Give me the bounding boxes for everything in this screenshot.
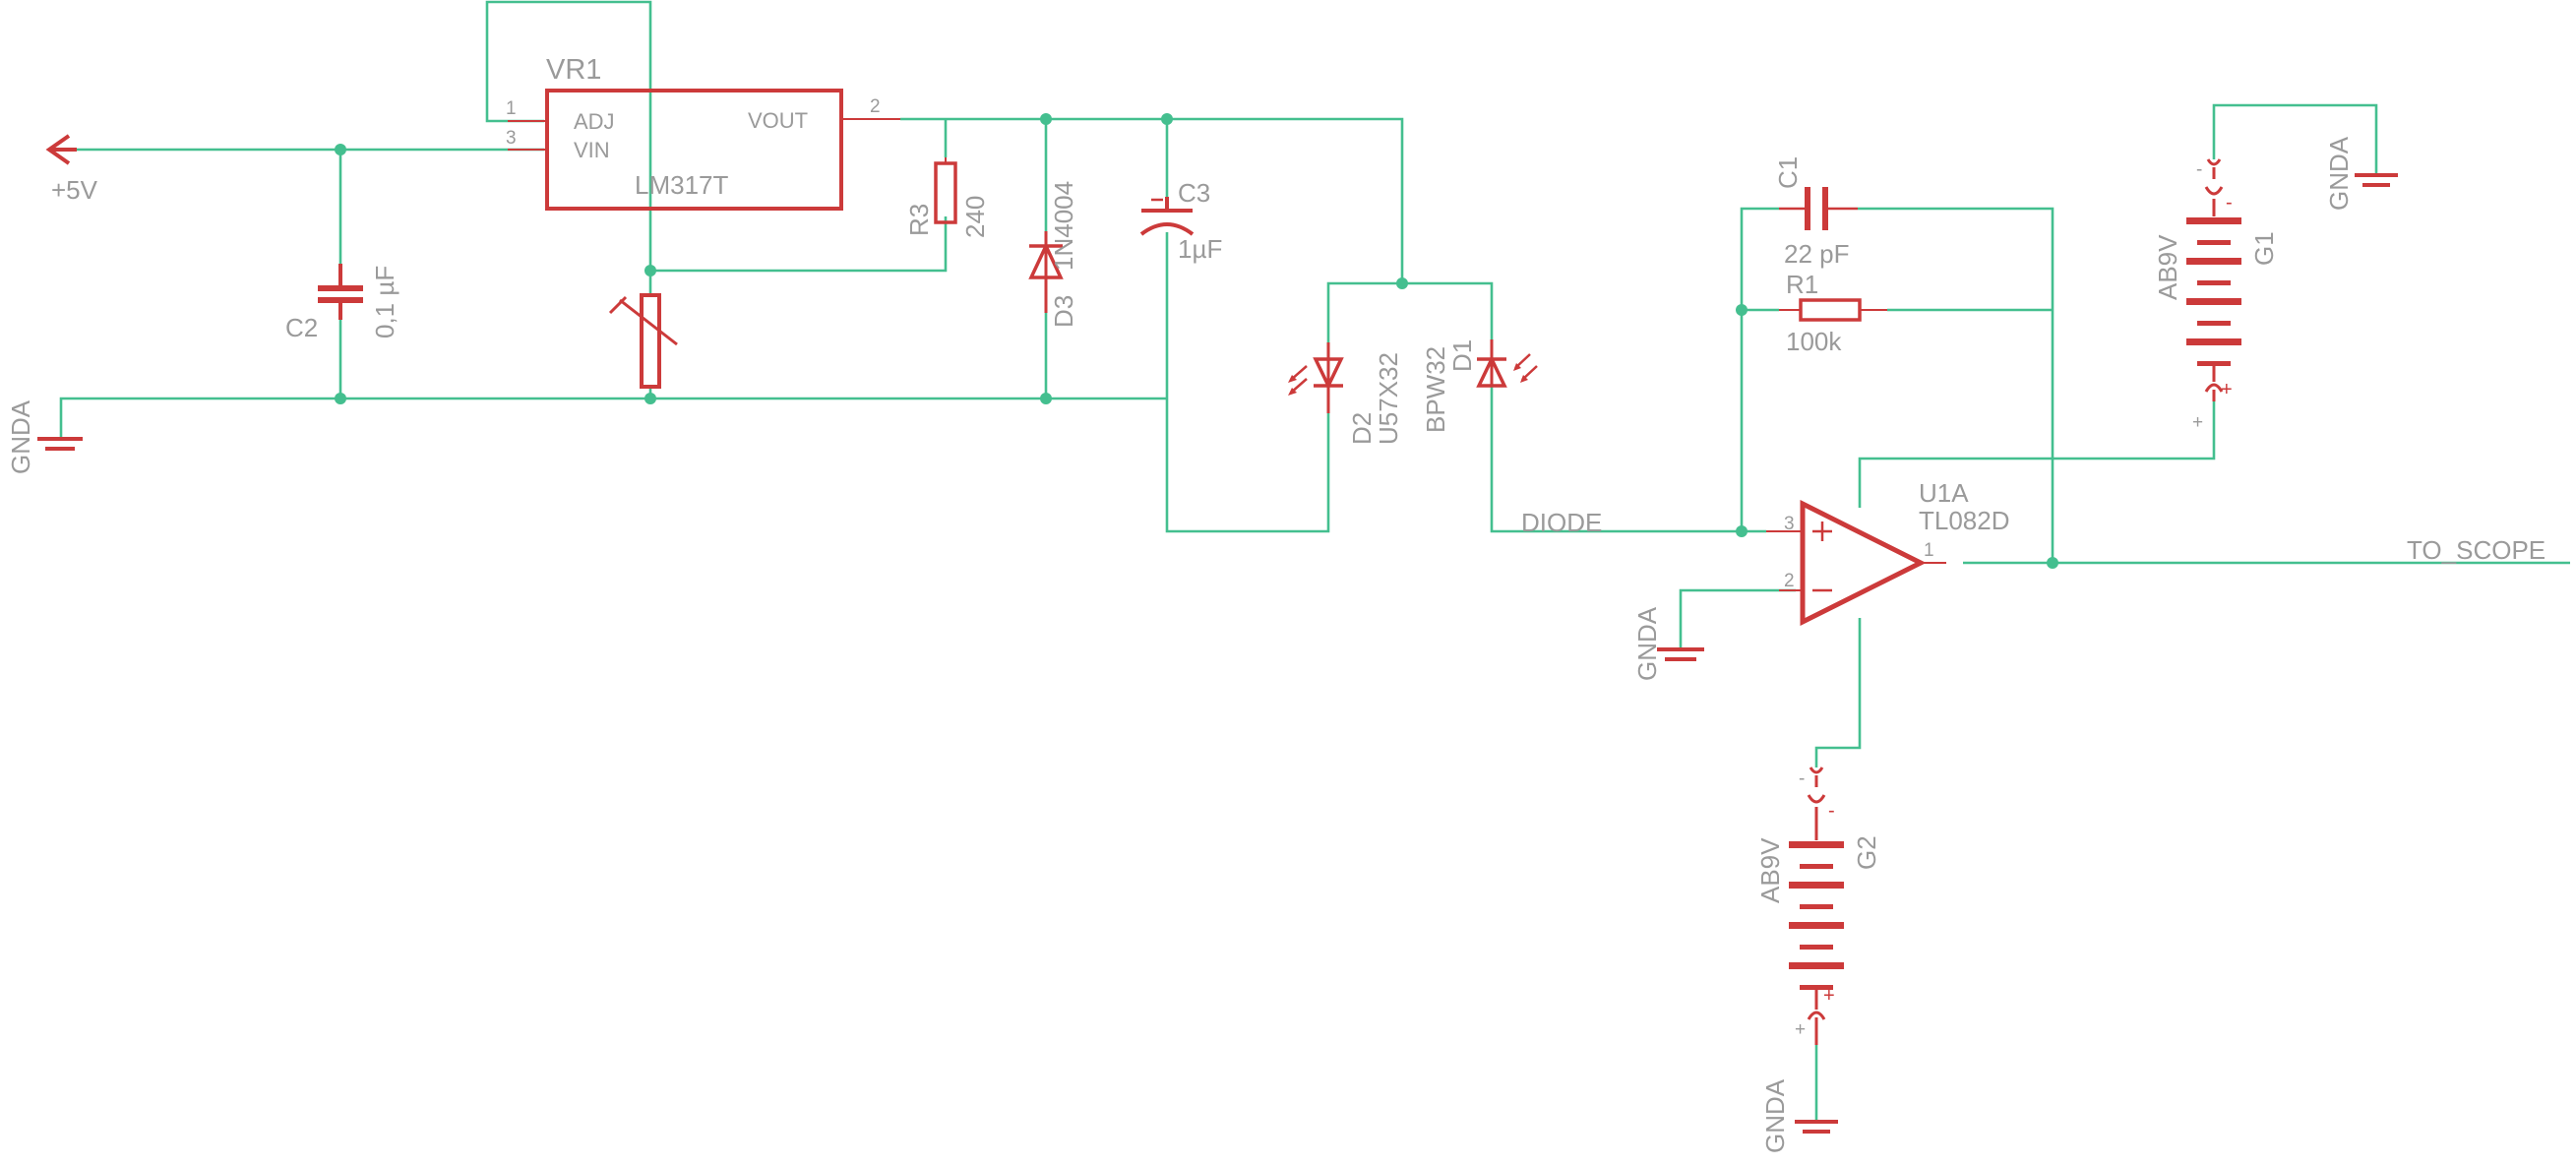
c2-value: 0,1 µF — [370, 266, 399, 338]
wire-vout-rail — [900, 117, 1404, 283]
vr1-vin: VIN — [574, 138, 610, 162]
battery-g2: - + + - AB9V G2 — [1755, 767, 1881, 1045]
g1-minus: - — [2226, 192, 2233, 214]
resistor-r1: R1 100k — [1779, 270, 1887, 356]
junction-pot-bottom — [644, 393, 656, 404]
r3-body — [934, 161, 957, 224]
d2-value: U57X32 — [1374, 352, 1403, 445]
wire-feedback-right — [1858, 207, 2055, 563]
adj-potentiometer — [608, 293, 678, 389]
gnda-top-right: GNDA — [2324, 136, 2398, 211]
r1-value: 100k — [1786, 327, 1842, 356]
wire-gnd-rail — [59, 397, 1167, 439]
capacitor-c2: C2 0,1 µF — [285, 264, 399, 342]
g2-minus: - — [1828, 800, 1835, 822]
vr1-value: LM317T — [635, 170, 728, 200]
junction-diode-net — [1736, 525, 1748, 537]
wire-opamp-neg — [1679, 588, 1796, 649]
opamp-triangle — [1800, 499, 1927, 627]
g1-plus: + — [2221, 379, 2233, 400]
g1-plus-pin: + — [2192, 412, 2203, 433]
g1-name: G1 — [2249, 231, 2279, 266]
r3-name: R3 — [904, 204, 934, 236]
capacitor-c3: C3 1µF — [1139, 178, 1222, 264]
gnda-left-label: GNDA — [6, 399, 35, 474]
wire-g1-top — [2212, 103, 2378, 175]
d3-value: 1N4004 — [1049, 181, 1078, 271]
vr1-vout: VOUT — [748, 108, 808, 133]
gnda-bottom-label: GNDA — [1760, 1078, 1790, 1153]
supply-label: +5V — [51, 175, 98, 205]
wire-opamp-vminus — [1814, 618, 1862, 767]
r1-body — [1799, 298, 1862, 322]
c3-name: C3 — [1178, 178, 1210, 208]
battery-g1: - + + - AB9V G1 — [2153, 158, 2279, 433]
vr1-name: VR1 — [546, 54, 601, 86]
photodiode-d1: BPW32 D1 — [1421, 339, 1538, 433]
net-label-diode: DIODE — [1521, 508, 1602, 537]
junction-c2-bottom — [335, 393, 346, 404]
wire-diode-net — [1490, 386, 1766, 533]
supply-symbol: +5V — [45, 134, 98, 205]
u1-name: U1A — [1919, 478, 1969, 508]
junction-c2-top — [335, 144, 346, 155]
junction-r1-left — [1736, 304, 1748, 316]
g1-value: AB9V — [2153, 234, 2182, 300]
wire-c3-bottom — [1165, 232, 1330, 533]
g2-plus: + — [1823, 985, 1835, 1007]
vr1-regulator: VR1 LM317T ADJ VIN VOUT 1 3 2 — [506, 54, 900, 211]
c1-name: C1 — [1773, 156, 1803, 189]
capacitor-c1: C1 22 pF — [1773, 156, 1858, 269]
c3-value: 1µF — [1178, 234, 1222, 264]
c2-name: C2 — [285, 313, 318, 342]
junction-d3-bottom — [1040, 393, 1052, 404]
junction-d1-top — [1396, 277, 1408, 289]
junction-output — [2047, 557, 2058, 569]
gnda-bottom: GNDA — [1760, 1078, 1838, 1153]
junction-adj — [644, 265, 656, 276]
g2-name: G2 — [1852, 835, 1881, 870]
led-d2: D2 U57X32 — [1288, 342, 1403, 445]
junction-c3-top — [1161, 113, 1173, 125]
diode-d3: 1N4004 D3 — [1028, 181, 1078, 328]
d3-name: D3 — [1049, 295, 1078, 328]
opamp-pin-2: 2 — [1784, 571, 1795, 591]
wire-adj-r3 — [650, 216, 948, 273]
d2-name: D2 — [1347, 412, 1377, 445]
junctions — [335, 113, 2058, 569]
u1-value: TL082D — [1919, 506, 2010, 535]
wire-d2-d1-top — [1326, 281, 1494, 342]
g2-plus-pin: + — [1795, 1019, 1806, 1040]
opamp-pin-1: 1 — [1924, 540, 1934, 561]
potentiometer-body — [640, 293, 661, 389]
g2-value: AB9V — [1755, 837, 1785, 903]
wire-opamp-vplus — [1858, 401, 2216, 508]
gnda-opamp: GNDA — [1632, 606, 1704, 681]
vr1-adj: ADJ — [574, 109, 615, 134]
c1-value: 22 pF — [1784, 239, 1850, 269]
wires — [54, 0, 2570, 1122]
vr1-pin-3: 3 — [506, 128, 517, 149]
opamp-u1a: 3 2 1 U1A TL082D — [1766, 478, 2010, 627]
vr1-pin-1: 1 — [506, 98, 517, 119]
junction-d3-top — [1040, 113, 1052, 125]
vr1-pin-2: 2 — [870, 96, 881, 117]
d1-name: D1 — [1447, 339, 1477, 372]
r1-name: R1 — [1786, 270, 1818, 299]
opamp-pin-3: 3 — [1784, 514, 1795, 534]
net-label-to-scope: TO_SCOPE — [2407, 535, 2545, 565]
r3-value: 240 — [960, 196, 990, 238]
g2-minus-pin: - — [1799, 768, 1805, 789]
resistor-r3: R3 240 — [904, 157, 990, 238]
gnda-opamp-label: GNDA — [1632, 606, 1662, 681]
d1-value: BPW32 — [1421, 346, 1450, 433]
gnda-left: GNDA — [6, 399, 83, 474]
gnda-top-right-label: GNDA — [2324, 136, 2354, 211]
wire-feedback-left — [1740, 207, 1779, 531]
g1-minus-pin: - — [2196, 159, 2202, 180]
